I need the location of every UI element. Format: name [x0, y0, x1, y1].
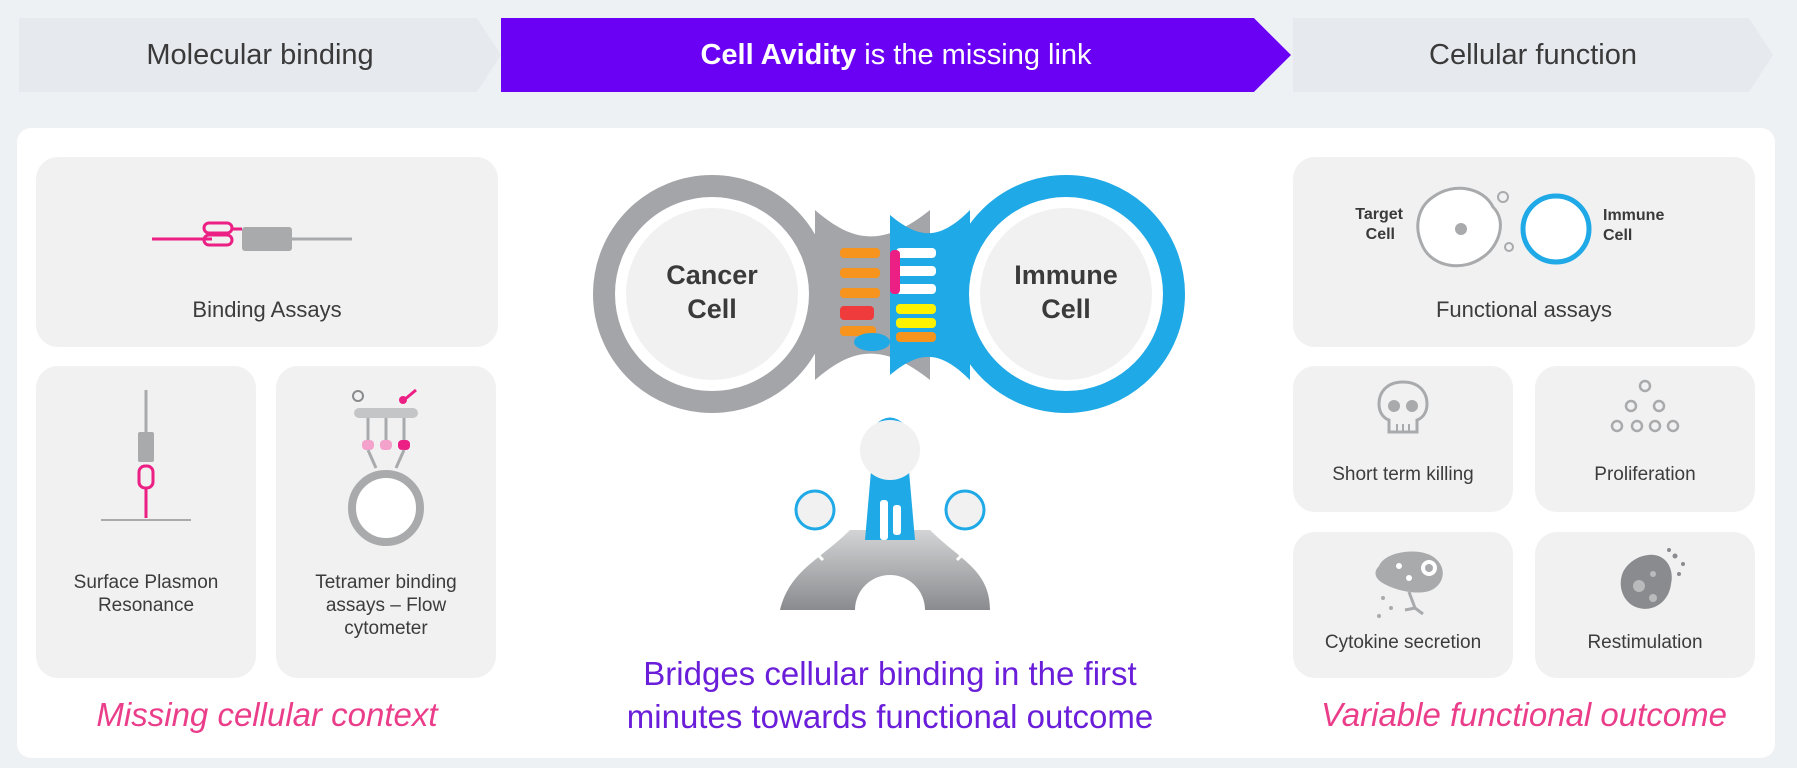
- functional-assays-card: Target Cell Immune Cell Functional assay…: [1293, 157, 1755, 347]
- cell-avidity-diagram: Cancer Cell Immune Cell: [593, 175, 1185, 413]
- avidity-instrument-icon: [780, 417, 990, 610]
- proliferation-card: Proliferation: [1535, 366, 1755, 512]
- right-caption: Variable functional outcome: [1320, 696, 1728, 733]
- immune-cell-label-line2: Cell: [1041, 294, 1091, 324]
- restimulation-icon: [1620, 548, 1685, 609]
- immune-cell-label-line1: Immune: [1014, 260, 1118, 290]
- header-right-label: Cellular function: [1429, 38, 1637, 71]
- spr-label: Surface Plasmon Resonance: [36, 571, 256, 617]
- center-caption-line2: minutes towards functional outcome: [626, 698, 1154, 735]
- binding-assays-label: Binding Assays: [192, 297, 342, 322]
- center-caption-line1: Bridges cellular binding in the first: [643, 655, 1137, 692]
- cancer-cell-inner: [626, 208, 798, 380]
- tetramer-label-line2: assays – Flow: [325, 595, 447, 616]
- immune-cell-small-label-line1: Immune: [1603, 207, 1664, 224]
- instrument-top-sphere: [860, 420, 920, 480]
- header-left-label: Molecular binding: [146, 38, 374, 71]
- target-cell-label-line1: Target: [1355, 206, 1403, 223]
- spr-sensor-icon: [101, 390, 191, 521]
- restimulation-label: Restimulation: [1587, 632, 1703, 653]
- binding-assays-card: Binding Assays: [36, 157, 498, 347]
- header-mid-bold: Cell Avidity: [700, 38, 857, 71]
- cytokine-secretion-card: Cytokine secretion: [1293, 532, 1513, 678]
- cancer-cell-label-line2: Cell: [687, 294, 737, 324]
- tetramer-label: Tetramer binding assays – Flow cytometer: [276, 571, 496, 640]
- left-caption: Missing cellular context: [96, 696, 438, 733]
- header-mid-rest: is the missing link: [856, 38, 1092, 71]
- proliferation-icon: [1610, 379, 1680, 433]
- functional-assays-label: Functional assays: [1435, 297, 1613, 322]
- binding-assay-icon: [152, 221, 352, 251]
- short-term-killing-label: Short term killing: [1332, 464, 1474, 485]
- functional-assays-icon: Target Cell Immune Cell: [1355, 186, 1664, 268]
- cytokine-icon: [1375, 551, 1443, 618]
- spr-label-line1: Surface Plasmon: [73, 572, 219, 593]
- instrument-left-bubble: [794, 489, 836, 531]
- target-cell-label-line2: Cell: [1366, 226, 1395, 243]
- skull-icon: [1377, 380, 1429, 434]
- instrument-right-bubble: [944, 489, 986, 531]
- short-term-killing-card: Short term killing: [1293, 366, 1513, 512]
- restimulation-card: Restimulation: [1535, 532, 1755, 678]
- tetramer-label-line3: cytometer: [344, 618, 428, 639]
- cancer-cell-label-line1: Cancer: [666, 260, 758, 290]
- header-arrow-cellular-function: Cellular function: [1293, 18, 1773, 92]
- header-arrow-molecular-binding: Molecular binding: [19, 18, 501, 92]
- receptor-pairs: [840, 248, 936, 351]
- proliferation-label: Proliferation: [1594, 464, 1696, 485]
- immune-cell-inner: [980, 208, 1152, 380]
- tetramer-card: Tetramer binding assays – Flow cytometer: [276, 366, 496, 678]
- header-mid-label: Cell Avidity is the missing link: [700, 39, 1091, 72]
- cytokine-secretion-label: Cytokine secretion: [1324, 632, 1482, 653]
- header-arrow-cell-avidity: Cell Avidity is the missing link: [501, 18, 1291, 92]
- instrument-arch: [855, 575, 925, 610]
- center-caption: Bridges cellular binding in the first mi…: [560, 652, 1220, 738]
- immune-cell-icon: [1520, 193, 1592, 265]
- spr-label-line2: Resonance: [97, 595, 195, 616]
- spr-card: Surface Plasmon Resonance: [36, 366, 256, 678]
- tetramer-icon: [348, 388, 424, 546]
- immune-cell-small-label-line2: Cell: [1603, 227, 1632, 244]
- instrument-base: [780, 530, 990, 610]
- tetramer-label-line1: Tetramer binding: [315, 572, 457, 593]
